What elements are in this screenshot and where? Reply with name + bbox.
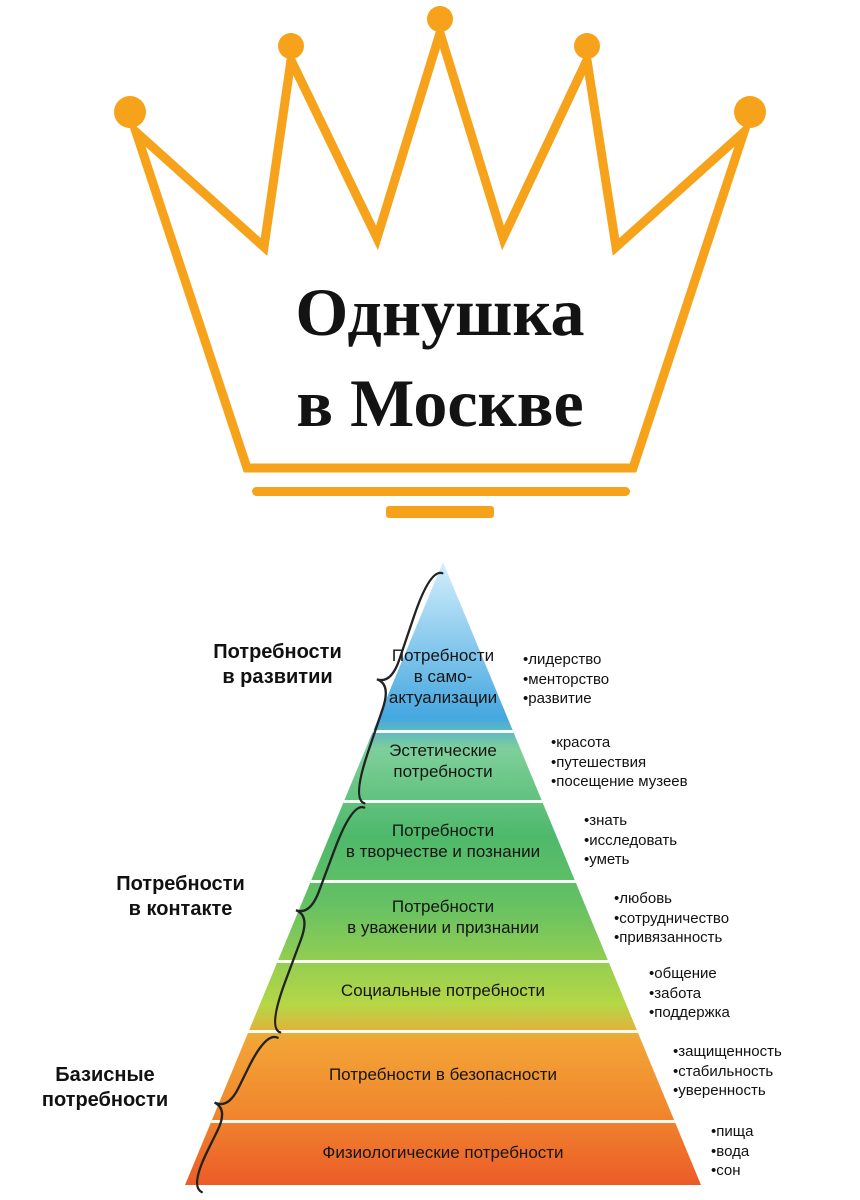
pyramid-level-title: Потребности в само- актуализации — [388, 646, 498, 707]
pyramid-level-items: защищенность стабильность уверенность — [673, 1042, 782, 1101]
band-separator — [185, 960, 701, 963]
crown-icon: Однушка в Москве — [114, 6, 766, 518]
need-item: привязанность — [614, 928, 729, 948]
logo-title-line2: в Москве — [296, 365, 583, 441]
pyramid-level-title: Потребности в уважении и признании — [347, 897, 539, 937]
need-item: красота — [551, 733, 688, 753]
need-item: сон — [711, 1161, 753, 1181]
crown-dot-icon — [427, 6, 453, 32]
band-separator — [185, 800, 701, 803]
need-item: уверенность — [673, 1081, 782, 1101]
need-item: пища — [711, 1122, 753, 1142]
need-item: развитие — [523, 689, 609, 709]
need-item: уметь — [584, 850, 677, 870]
crown-dot-icon — [278, 33, 304, 59]
pyramid-level-items: лидерство менторство развитие — [523, 650, 609, 709]
logo-title-line1: Однушка — [295, 274, 584, 350]
pyramid-level-items: любовь сотрудничество привязанность — [614, 889, 729, 948]
need-item: исследовать — [584, 831, 677, 851]
need-item: поддержка — [649, 1003, 730, 1023]
pyramid-level-title: Физиологические потребности — [322, 1143, 564, 1162]
need-item: вода — [711, 1142, 753, 1162]
need-item: сотрудничество — [614, 909, 729, 929]
crown-base-bar — [252, 487, 630, 496]
pyramid-level-items: красота путешествия посещение музеев — [551, 733, 688, 792]
crown-dot-icon — [734, 96, 766, 128]
pyramid-level-title: Социальные потребности — [340, 981, 546, 1000]
pyramid-level-title: Эстетические потребности — [389, 741, 497, 781]
need-item: защищенность — [673, 1042, 782, 1062]
crown-dot-icon — [574, 33, 600, 59]
pyramid-level-title: Потребности в творчестве и познании — [345, 821, 541, 861]
pyramid-level-items: знать исследовать уметь — [584, 811, 677, 870]
need-item: забота — [649, 984, 730, 1004]
need-item: лидерство — [523, 650, 609, 670]
group-label-contact: Потребности в контакте — [116, 873, 245, 920]
need-item: знать — [584, 811, 677, 831]
need-item: общение — [649, 964, 730, 984]
group-label-development: Потребности в развитии — [213, 641, 342, 688]
crown-outline — [126, 17, 754, 473]
band-separator — [185, 1030, 701, 1033]
band-separator — [185, 880, 701, 883]
crown-dot-icon — [114, 96, 146, 128]
need-item: стабильность — [673, 1062, 782, 1082]
band-separator — [185, 1120, 701, 1123]
need-item: посещение музеев — [551, 772, 687, 792]
pyramid-level-items: общение забота поддержка — [649, 964, 730, 1023]
pyramid-level-items: пища вода сон — [711, 1122, 753, 1181]
need-item: любовь — [614, 889, 729, 909]
group-label-basic: Базисные потребности — [41, 1064, 169, 1111]
need-item: менторство — [523, 670, 609, 690]
need-item: путешествия — [551, 753, 688, 773]
pyramid-level-title: Потребности в безопасности — [328, 1065, 558, 1084]
crown-base-bar-small — [386, 506, 494, 518]
